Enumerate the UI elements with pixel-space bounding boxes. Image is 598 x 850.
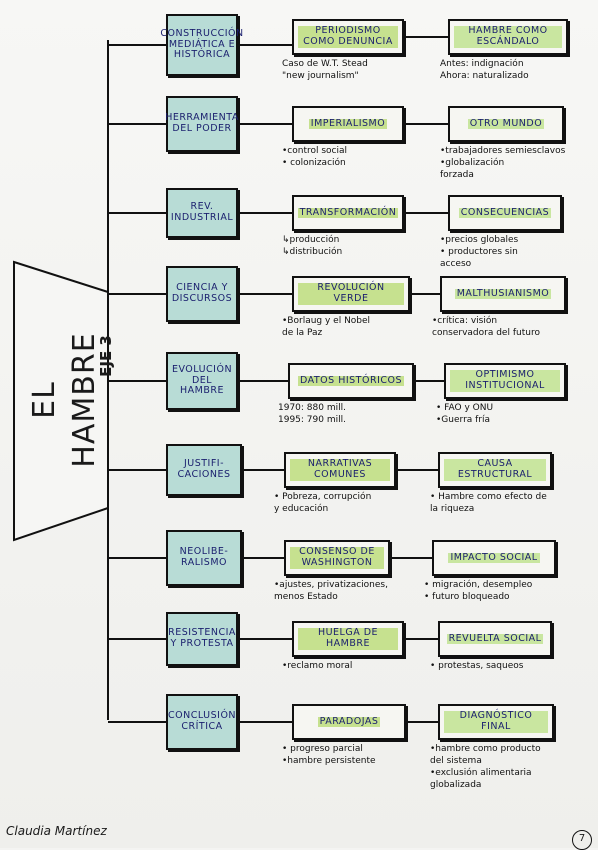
result-note: forzada — [440, 170, 474, 180]
concept-note: Caso de W.T. Stead — [282, 59, 368, 69]
root-title: EL HAMBRE — [27, 332, 102, 468]
concept-note: • colonización — [282, 158, 346, 168]
concept-note: y educación — [274, 504, 329, 514]
concept-note: • Pobreza, corrupción — [274, 492, 372, 502]
concept-box: IMPERIALISMO — [292, 106, 404, 142]
page-number: 7 — [572, 830, 592, 850]
result-note: • migración, desempleo — [424, 580, 533, 590]
result-label: IMPACTO SOCIAL — [448, 551, 540, 564]
result-box: REVUELTA SOCIAL — [438, 621, 552, 657]
result-label: CAUSA ESTRUCTURAL — [444, 458, 546, 481]
result-note: • productores sin — [440, 247, 518, 257]
concept-label: IMPERIALISMO — [308, 117, 388, 130]
result-note: acceso — [440, 259, 472, 269]
concept-note: menos Estado — [274, 592, 338, 602]
result-box: CONSECUENCIAS — [448, 195, 562, 231]
concept-note: •control social — [282, 146, 348, 156]
category-box: NEOLIBE- RALISMO — [166, 530, 242, 586]
concept-label: DATOS HISTÓRICOS — [297, 374, 405, 387]
concept-box: NARRATIVAS COMUNES — [284, 452, 396, 488]
result-note: Ahora: naturalizado — [440, 71, 529, 81]
result-note: globalizada — [430, 780, 482, 790]
concept-note: 1970: 880 mill. — [278, 403, 346, 413]
concept-box: TRANSFORMACIÓN — [292, 195, 404, 231]
result-box: IMPACTO SOCIAL — [432, 540, 556, 576]
concept-box: HUELGA DE HAMBRE — [292, 621, 404, 657]
category-box: HERRAMIENTA DEL PODER — [165, 96, 238, 152]
concept-note: •reclamo moral — [282, 661, 353, 671]
result-note: •trabajadores semiesclavos — [440, 146, 566, 156]
concept-label: CONSENSO DE WASHINGTON — [290, 546, 384, 569]
category-box: JUSTIFI- CACIONES — [166, 444, 242, 496]
result-label: REVUELTA SOCIAL — [446, 632, 544, 645]
result-note: • protestas, saqueos — [430, 661, 524, 671]
result-note: • FAO y ONU — [436, 403, 494, 413]
result-box: HAMBRE COMO ESCÁNDALO — [448, 19, 568, 55]
concept-note: ↳producción — [282, 235, 340, 245]
author-signature: Claudia Martínez — [6, 824, 107, 838]
result-note: del sistema — [430, 756, 482, 766]
concept-note: "new journalism" — [282, 71, 359, 81]
result-note: •Guerra fría — [436, 415, 491, 425]
result-note: •globalización — [440, 158, 505, 168]
result-note: • Hambre como efecto de — [430, 492, 547, 502]
concept-box: DATOS HISTÓRICOS — [288, 363, 414, 399]
result-label: MALTHUSIANISMO — [454, 287, 552, 300]
concept-note: •hambre persistente — [282, 756, 376, 766]
result-note: •precios globales — [440, 235, 519, 245]
concept-note: •Borlaug y el Nobel — [282, 316, 371, 326]
result-note: conservadora del futuro — [432, 328, 540, 338]
result-box: CAUSA ESTRUCTURAL — [438, 452, 552, 488]
result-box: OPTIMISMO INSTITUCIONAL — [444, 363, 566, 399]
result-box: DIAGNÓSTICO FINAL — [438, 704, 554, 740]
result-label: OPTIMISMO INSTITUCIONAL — [450, 369, 560, 392]
result-note: •crítica: visión — [432, 316, 498, 326]
result-note: la riqueza — [430, 504, 475, 514]
category-box: CIENCIA Y DISCURSOS — [166, 266, 238, 322]
concept-label: NARRATIVAS COMUNES — [290, 458, 390, 481]
result-note: • futuro bloqueado — [424, 592, 510, 602]
concept-note: ↳distribución — [282, 247, 343, 257]
concept-note: de la Paz — [282, 328, 323, 338]
result-label: OTRO MUNDO — [467, 117, 545, 130]
result-note: •hambre como producto — [430, 744, 541, 754]
result-note: Antes: indignación — [440, 59, 524, 69]
result-box: OTRO MUNDO — [448, 106, 564, 142]
concept-note: •ajustes, privatizaciones, — [274, 580, 388, 590]
concept-note: • progreso parcial — [282, 744, 363, 754]
result-label: CONSECUENCIAS — [458, 206, 552, 219]
result-note: •exclusión alimentaria — [430, 768, 532, 778]
concept-label: PERIODISMO COMO DENUNCIA — [298, 25, 398, 48]
concept-box: CONSENSO DE WASHINGTON — [284, 540, 390, 576]
category-box: REV. INDUSTRIAL — [166, 188, 238, 238]
concept-label: TRANSFORMACIÓN — [297, 206, 399, 219]
category-box: CONSTRUCCIÓN MEDIÁTICA E HISTÓRICA — [160, 14, 243, 76]
concept-label: REVOLUCIÓN VERDE — [298, 282, 404, 305]
concept-note: 1995: 790 mill. — [278, 415, 346, 425]
axis-label: EJE 3 — [97, 335, 115, 377]
category-box: RESISTENCIA Y PROTESTA — [166, 612, 238, 666]
result-box: MALTHUSIANISMO — [440, 276, 566, 312]
category-box: CONCLUSIÓN CRÍTICA — [166, 694, 238, 750]
result-label: DIAGNÓSTICO FINAL — [444, 710, 548, 733]
result-label: HAMBRE COMO ESCÁNDALO — [454, 25, 562, 48]
concept-box: PERIODISMO COMO DENUNCIA — [292, 19, 404, 55]
concept-label: PARADOJAS — [317, 715, 381, 728]
category-box: EVOLUCIÓN DEL HAMBRE — [166, 352, 238, 410]
concept-box: REVOLUCIÓN VERDE — [292, 276, 410, 312]
concept-label: HUELGA DE HAMBRE — [298, 627, 398, 650]
concept-box: PARADOJAS — [292, 704, 406, 740]
